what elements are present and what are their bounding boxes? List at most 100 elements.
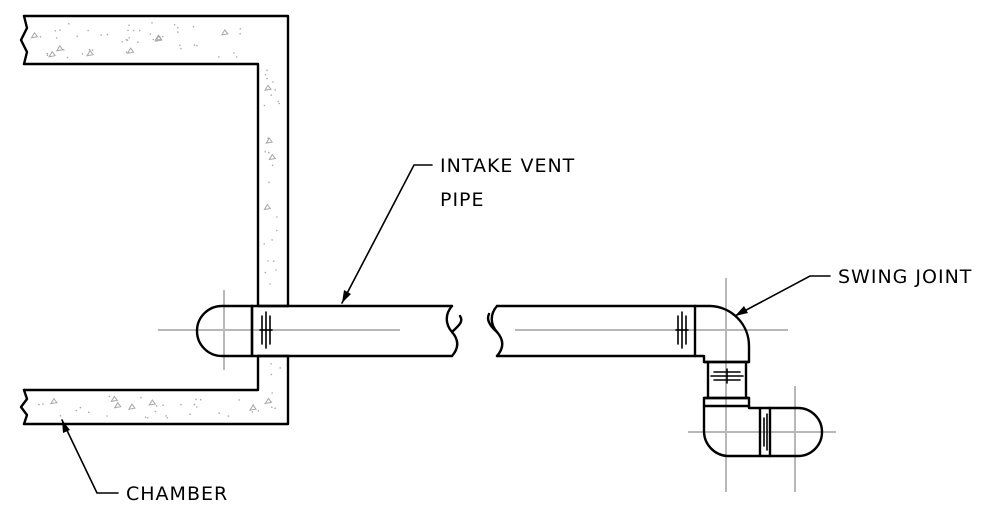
concrete-speck [108, 395, 111, 398]
concrete-speck [87, 411, 90, 414]
concrete-aggregate [48, 50, 56, 58]
concrete-aggregate [55, 44, 64, 52]
concrete-speck [100, 34, 102, 36]
concrete-speck [272, 81, 274, 83]
concrete-speck [189, 413, 191, 416]
concrete-speck [233, 52, 235, 54]
concrete-speck [266, 69, 268, 71]
concrete-speck [59, 415, 62, 417]
concrete-aggregate [268, 153, 277, 161]
concrete-aggregate [113, 401, 122, 409]
concrete-speck [268, 181, 270, 184]
concrete-speck [257, 410, 260, 412]
concrete-speck [179, 44, 181, 47]
concrete-speck [266, 77, 268, 80]
concrete-aggregate [265, 137, 274, 144]
concrete-speck [264, 74, 267, 76]
concrete-speck [263, 104, 266, 107]
concrete-speck [274, 407, 276, 410]
concrete-speck [55, 37, 58, 39]
concrete-speck [128, 24, 130, 27]
concrete-speck [91, 49, 94, 51]
concrete-speck [152, 38, 155, 41]
concrete-speck [271, 164, 274, 167]
lower-elbow [702, 396, 762, 458]
concrete-speck [46, 54, 49, 57]
concrete-speck [271, 239, 273, 241]
concrete-speck [277, 100, 280, 103]
intake-vent-pipe-left-segment [250, 304, 463, 358]
concrete-speck [165, 415, 167, 417]
concrete-speck [275, 269, 277, 271]
concrete-speck [235, 56, 238, 58]
concrete-speck [38, 403, 40, 406]
centerlines [158, 278, 836, 492]
concrete-aggregate [249, 404, 257, 411]
concrete-speck [106, 415, 108, 417]
concrete-speck [42, 403, 44, 405]
concrete-aggregate [49, 397, 58, 405]
concrete-speck [180, 403, 182, 406]
concrete-speck [106, 33, 109, 36]
concrete-speck [75, 409, 78, 412]
concrete-speck [81, 53, 84, 55]
concrete-speck [125, 51, 128, 53]
leader-swing-joint [734, 275, 831, 317]
concrete-speck [269, 283, 271, 285]
thread-marks-right [675, 311, 689, 349]
concrete-speck [272, 260, 275, 262]
concrete-speck [270, 363, 272, 365]
concrete-speck [218, 412, 220, 415]
concrete-aggregate [110, 395, 119, 403]
concrete-speck [177, 31, 179, 33]
concrete-speck [125, 39, 128, 41]
chamber-wall [19, 14, 290, 426]
concrete-speck [267, 260, 269, 262]
leaders [61, 164, 831, 494]
concrete-speck [149, 33, 152, 35]
label-intake-vent-pipe-line1: INTAKE VENT [440, 155, 575, 177]
concrete-speck [238, 399, 240, 401]
labels: INTAKE VENT PIPE SWING JOINT CHAMBER [126, 155, 972, 505]
concrete-speck [193, 44, 196, 46]
concrete-speck [121, 41, 123, 43]
thread-marks-left [259, 311, 273, 349]
concrete-speck [138, 29, 141, 32]
concrete-speck [196, 44, 198, 47]
concrete-speck [132, 29, 135, 32]
concrete-speck [66, 56, 69, 59]
concrete-speck [270, 94, 273, 96]
concrete-speck [218, 56, 220, 58]
concrete-speck [177, 26, 179, 29]
concrete-speck [193, 403, 196, 406]
concrete-speck [274, 89, 277, 91]
concrete-speck [279, 367, 282, 369]
concrete-speck [161, 35, 164, 38]
leader-intake-vent-pipe [341, 164, 433, 304]
concrete-aggregate [220, 29, 229, 36]
concrete-aggregate [263, 203, 272, 211]
concrete-aggregate [127, 403, 136, 410]
concrete-speck [239, 28, 242, 30]
concrete-speck [271, 406, 273, 409]
concrete-speck [88, 48, 91, 51]
concrete-speck [46, 52, 49, 55]
label-swing-joint: SWING JOINT [838, 266, 972, 288]
concrete-speck [239, 32, 241, 35]
concrete-speck [79, 406, 82, 409]
label-intake-vent-pipe-line2: PIPE [440, 189, 485, 211]
vertical-nipple [706, 360, 748, 400]
concrete-speck [180, 47, 182, 50]
concrete-speck [137, 41, 139, 43]
concrete-aggregate [264, 84, 272, 91]
concrete-aggregate [154, 35, 163, 42]
concrete-speck [264, 271, 267, 274]
intake-vent-pipe-right-segment [486, 304, 697, 358]
concrete-speck [54, 30, 57, 32]
concrete-speck [270, 373, 273, 376]
swing-joint [693, 304, 824, 458]
concrete-speck [166, 417, 169, 419]
concrete-speck [68, 23, 70, 25]
concrete-speck [227, 415, 230, 417]
